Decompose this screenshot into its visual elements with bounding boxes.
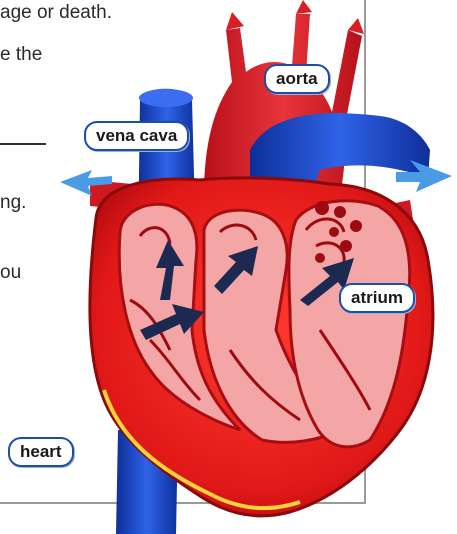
label-atrium: atrium [339, 283, 415, 313]
label-heart: heart [8, 437, 74, 467]
label-vena-cava: vena cava [84, 121, 189, 151]
label-aorta: aorta [264, 64, 330, 94]
